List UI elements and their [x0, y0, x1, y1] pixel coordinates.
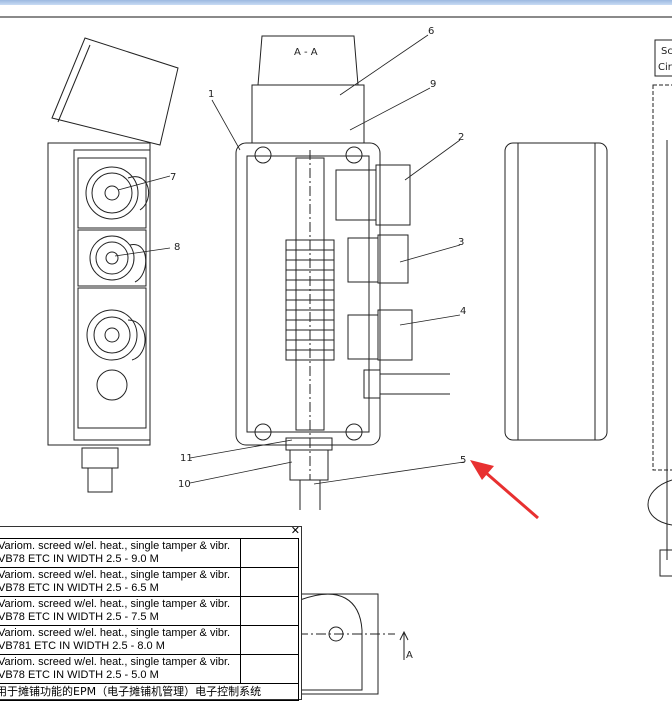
item-cell [240, 597, 298, 625]
item-cell [240, 626, 298, 654]
item-subtitle: VB781 ETC IN WIDTH 2.5 - 8.0 M [0, 640, 165, 652]
partial-title-block [647, 39, 672, 577]
callout-1: 1 [208, 89, 214, 100]
model-list: Variom. screed w/el. heat., single tampe… [0, 538, 299, 701]
section-label: A - A [294, 47, 318, 58]
callout-4: 4 [460, 306, 466, 317]
toolbar-divider [0, 16, 672, 18]
item-cell [240, 568, 298, 596]
callout-8: 8 [174, 242, 180, 253]
item-subtitle: VB78 ETC IN WIDTH 2.5 - 6.5 M [0, 582, 159, 594]
callout-3: 3 [458, 237, 464, 248]
list-item[interactable]: Variom. screed w/el. heat., single tampe… [0, 655, 298, 684]
callout-2: 2 [458, 132, 464, 143]
window-title-bar [0, 0, 672, 5]
list-item[interactable]: Variom. screed w/el. heat., single tampe… [0, 626, 298, 655]
list-item[interactable]: Variom. screed w/el. heat., single tampe… [0, 539, 298, 568]
item-cell [240, 539, 298, 567]
callout-11: 11 [180, 453, 193, 464]
callout-9: 9 [430, 79, 436, 90]
popup-footer[interactable]: 用于摊铺功能的EPM（电子摊铺机管理）电子控制系统 [0, 685, 262, 698]
callout-6: 6 [428, 26, 434, 37]
side-box-line-2: Cir [658, 62, 672, 73]
leader-lines [114, 34, 465, 485]
item-subtitle: VB78 ETC IN WIDTH 2.5 - 9.0 M [0, 553, 159, 565]
tooltip-popup: ✕ Variom. screed w/el. heat., single tam… [0, 524, 302, 701]
view-marker-a: A [406, 650, 413, 661]
item-title: Variom. screed w/el. heat., single tampe… [0, 598, 231, 610]
item-cell [240, 655, 298, 683]
item-title: Variom. screed w/el. heat., single tampe… [0, 540, 231, 552]
section-view [235, 35, 450, 510]
left-view [47, 37, 179, 493]
side-box-line-1: Sc [661, 46, 672, 57]
right-view [504, 142, 608, 441]
item-subtitle: VB78 ETC IN WIDTH 2.5 - 7.5 M [0, 611, 159, 623]
item-subtitle: VB78 ETC IN WIDTH 2.5 - 5.0 M [0, 669, 159, 681]
callout-5: 5 [460, 455, 466, 466]
item-title: Variom. screed w/el. heat., single tampe… [0, 569, 231, 581]
item-title: Variom. screed w/el. heat., single tampe… [0, 627, 231, 639]
list-item[interactable]: Variom. screed w/el. heat., single tampe… [0, 597, 298, 626]
callout-7: 7 [170, 172, 176, 183]
close-icon[interactable]: ✕ [290, 524, 300, 537]
item-title: Variom. screed w/el. heat., single tampe… [0, 656, 231, 668]
list-item[interactable]: Variom. screed w/el. heat., single tampe… [0, 568, 298, 597]
annotation-arrow [470, 460, 539, 520]
callout-10: 10 [178, 479, 191, 490]
